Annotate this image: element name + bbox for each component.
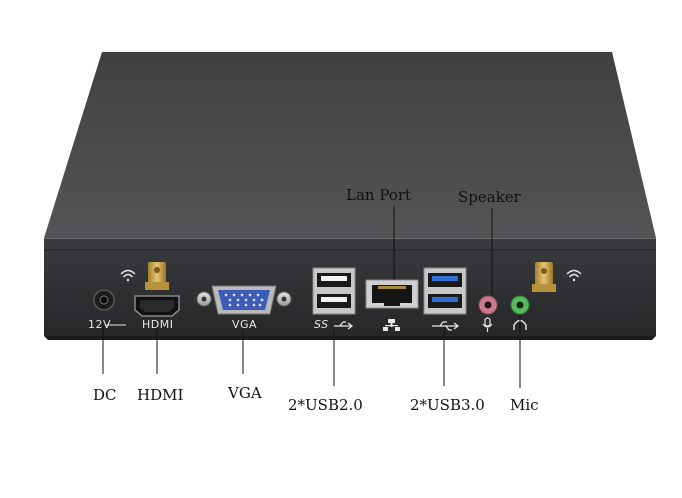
wifi-icon	[566, 269, 582, 282]
callout-lines	[102, 206, 521, 388]
usb2-ss-marking: SS	[314, 318, 329, 331]
chassis-top	[44, 52, 656, 238]
vga-marking: VGA	[232, 318, 258, 331]
mic-jack	[510, 295, 530, 315]
callout-mic: Mic	[510, 396, 539, 414]
callout-lan-port: Lan Port	[346, 186, 412, 204]
usb-logo-icon	[334, 321, 353, 330]
mic-icon	[482, 317, 493, 332]
lan-port	[365, 279, 419, 309]
usb2-ports	[312, 267, 356, 315]
chassis-bottom-edge	[44, 336, 656, 340]
callout-speaker: Speaker	[458, 188, 521, 206]
usb-icon	[432, 321, 459, 331]
callout-hdmi: HDMI	[137, 386, 184, 404]
hdmi-marking: HDMI	[142, 318, 174, 331]
usb3-ports	[423, 267, 467, 315]
hdmi-port	[134, 295, 180, 317]
antenna-connector-left	[145, 262, 169, 290]
dc-jack	[93, 289, 115, 311]
vga-port	[196, 285, 292, 315]
speaker-jack	[478, 295, 498, 315]
callout-usb3: 2*USB3.0	[410, 396, 485, 414]
callout-vga: VGA	[228, 384, 262, 402]
lan-icon	[383, 319, 400, 331]
wifi-icon	[120, 269, 136, 282]
callout-dc: DC	[93, 386, 117, 404]
dc-voltage-marking: 12V	[88, 318, 112, 331]
callout-usb2: 2*USB2.0	[288, 396, 363, 414]
antenna-connector-right	[532, 262, 556, 292]
